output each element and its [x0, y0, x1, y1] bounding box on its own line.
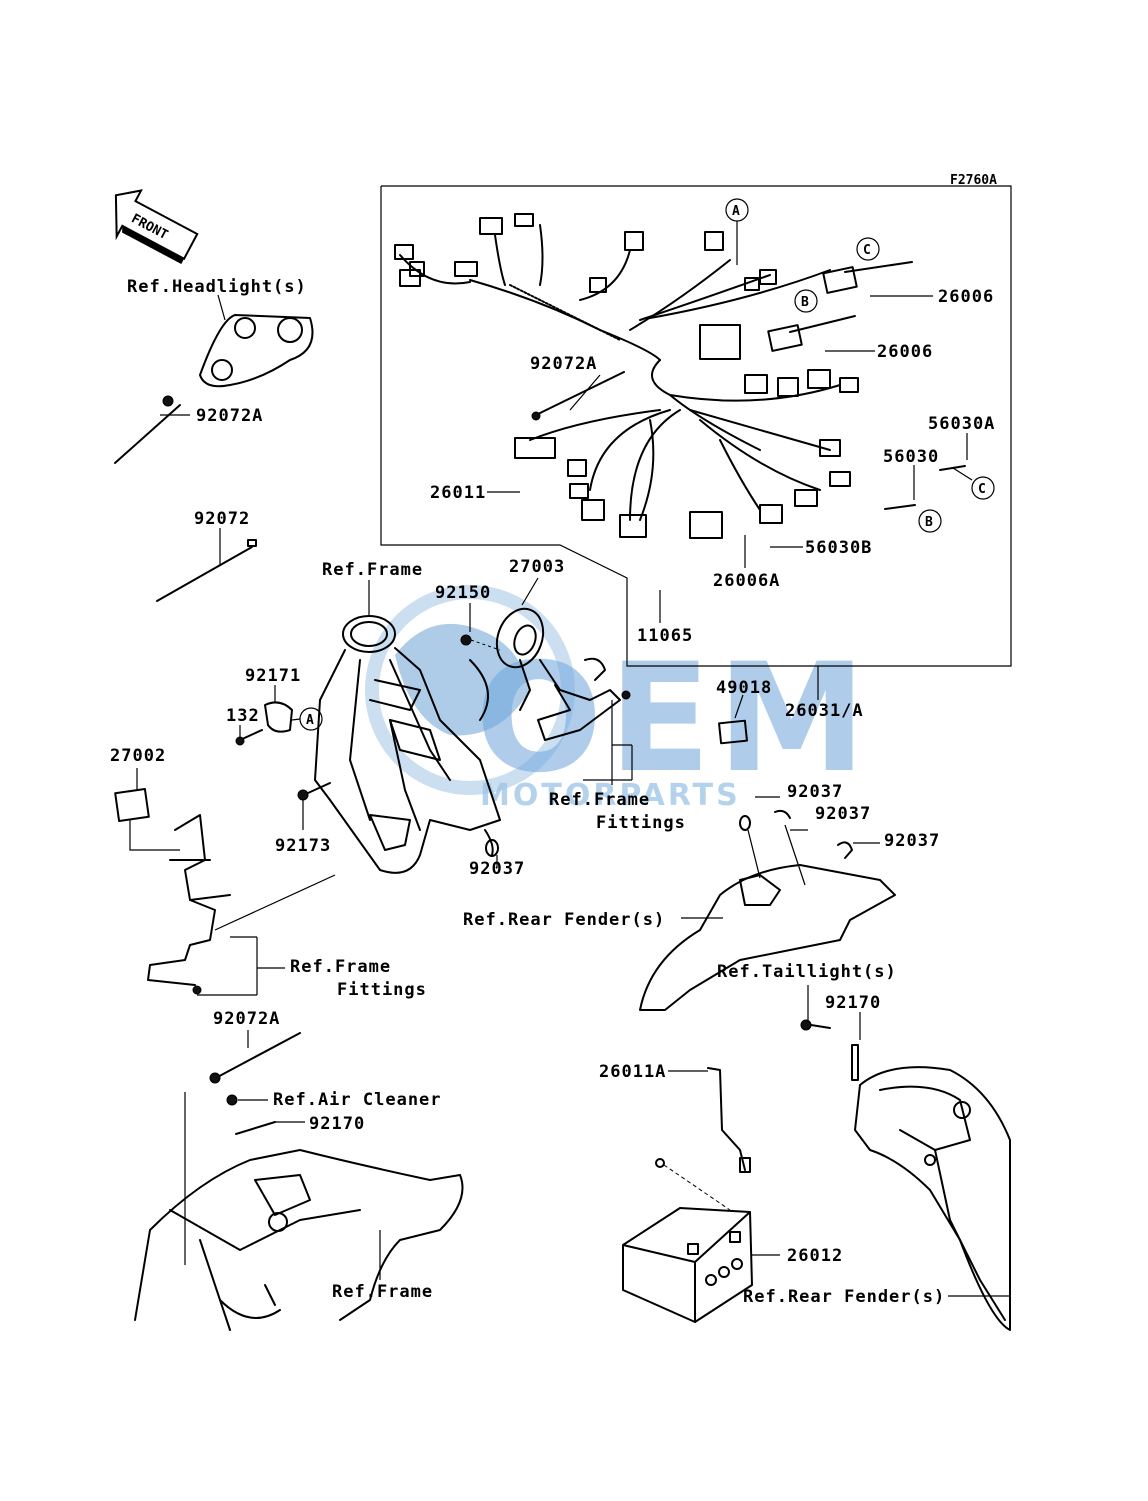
- clip-92037-mid: [484, 829, 499, 868]
- label-92072a-top: 92072A: [196, 406, 263, 426]
- label-ref-frame-fittings-2: Ref.Frame: [290, 957, 391, 977]
- svg-text:C: C: [863, 243, 871, 258]
- label-92150: 92150: [435, 583, 491, 603]
- fuse-49018: [718, 694, 748, 745]
- label-56030: 56030: [883, 447, 939, 467]
- label-92072a-box: 92072A: [530, 354, 597, 374]
- label-ref-rear-fender-1: Ref.Rear Fender(s): [463, 910, 665, 930]
- label-92037-a: 92037: [787, 782, 843, 802]
- svg-text:A: A: [732, 204, 740, 219]
- callout-c-top: C: [822, 237, 913, 294]
- label-27003: 27003: [509, 557, 565, 577]
- callout-c-right: C: [939, 465, 995, 500]
- label-92037-c: 92037: [884, 831, 940, 851]
- label-26011a: 26011A: [599, 1062, 666, 1082]
- main-frame: [314, 580, 501, 874]
- label-26006-b: 26006: [877, 342, 933, 362]
- svg-text:B: B: [801, 295, 809, 310]
- lower-frame: [134, 1149, 464, 1331]
- label-27002: 27002: [110, 746, 166, 766]
- relay-27002: [114, 768, 180, 851]
- label-92173: 92173: [275, 836, 331, 856]
- label-ref-frame-fittings-1b: Fittings: [596, 813, 686, 833]
- diagram-code: F2760A: [950, 173, 997, 188]
- svg-text:A: A: [306, 713, 314, 728]
- label-92072a-bottom: 92072A: [213, 1009, 280, 1029]
- callout-b-right: B: [884, 504, 942, 533]
- label-92037-mid: 92037: [469, 859, 525, 879]
- label-92037-b: 92037: [815, 804, 871, 824]
- label-ref-rear-fender-2: Ref.Rear Fender(s): [743, 1287, 945, 1307]
- label-49018: 49018: [716, 678, 772, 698]
- label-132: 132: [226, 706, 260, 726]
- battery-cable-26011a: [655, 1067, 751, 1211]
- watermark-sub: MOTORPARTS: [480, 778, 741, 813]
- label-26006-c: 26006: [938, 287, 994, 307]
- label-92170-right: 92170: [825, 993, 881, 1013]
- headlight-bracket: [114, 294, 314, 464]
- label-ref-frame-top: Ref.Frame: [322, 560, 423, 580]
- cable-tie-92072a: [531, 371, 625, 421]
- label-ref-frame-bottom: Ref.Frame: [332, 1282, 433, 1302]
- harness-box: [380, 185, 1012, 667]
- label-26031a: 26031/A: [785, 701, 864, 721]
- relay-bracket: [147, 814, 336, 996]
- tail-assembly: [854, 1066, 1011, 1331]
- label-92171: 92171: [245, 666, 301, 686]
- rear-fender: [639, 796, 896, 1011]
- label-56030a: 56030A: [928, 414, 995, 434]
- label-56030b: 56030B: [805, 538, 872, 558]
- label-92072: 92072: [194, 509, 250, 529]
- cable-tie-92072: [156, 528, 257, 602]
- front-arrow-icon: FRONT: [114, 189, 199, 265]
- label-26006a: 26006A: [713, 571, 780, 591]
- cable-tie-92072a-bottom: [184, 1030, 305, 1265]
- callout-a-top: A: [725, 198, 749, 265]
- clamp-92171: [235, 685, 301, 746]
- horn-bracket: [537, 657, 631, 785]
- svg-text:B: B: [925, 515, 933, 530]
- label-ref-air-cleaner: Ref.Air Cleaner: [273, 1090, 442, 1110]
- label-26012: 26012: [787, 1246, 843, 1266]
- label-ref-taillight: Ref.Taillight(s): [717, 962, 897, 982]
- label-92170-left: 92170: [309, 1114, 365, 1134]
- label-26011: 26011: [430, 483, 486, 503]
- label-11065: 11065: [637, 626, 693, 646]
- bolt-92173: [297, 782, 331, 830]
- svg-text:C: C: [978, 482, 986, 497]
- frame-fittings-bracket-1: [583, 744, 633, 781]
- label-ref-frame-fittings-1: Ref.Frame: [549, 790, 650, 810]
- callout-b-top: B: [767, 289, 856, 352]
- label-ref-headlight: Ref.Headlight(s): [127, 277, 307, 297]
- label-ref-frame-fittings-2b: Fittings: [337, 980, 427, 1000]
- wiring-harness: [394, 213, 859, 539]
- taillight-screw: [800, 985, 861, 1081]
- battery-26012: [622, 1207, 780, 1323]
- horn-27003: [460, 577, 545, 711]
